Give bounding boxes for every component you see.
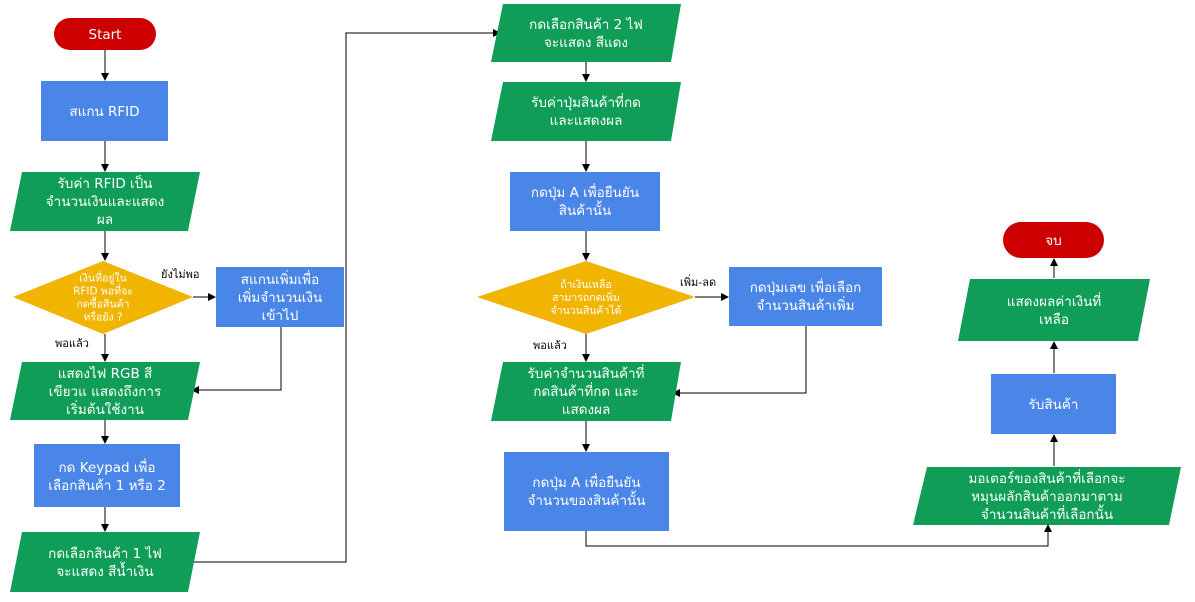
label-line: และแสดงผล	[550, 113, 623, 129]
receive-button-node: รับค่าปุ่มสินค้าที่กดและแสดงผล	[491, 82, 681, 141]
edge-scan-more-back	[191, 327, 282, 394]
press-a-confirm-label: กดปุ่ม A เพื่อยืนยันสินค้านั้น	[531, 183, 639, 219]
show-rgb-label: แสดงไฟ RGB สีเขียวแ แสดงถึงการเริ่มต้นใช…	[49, 366, 161, 418]
scan-more-label: สแกนเพิ่มเพื่อเพิ่มจำนวนเงินเข้าไป	[238, 270, 322, 324]
show-balance-node: แสดงผลค่าเงินที่เหลือ	[958, 279, 1150, 341]
label-line: จะแสดง สีแดง	[544, 35, 628, 51]
label-line: สินค้านั้น	[559, 200, 612, 219]
start-label: Start	[89, 27, 122, 43]
label-line: จำนวนสินค้าได้	[551, 304, 622, 317]
keypad-select-node: กด Keypad เพื่อเลือกสินค้า 1 หรือ 2	[34, 444, 180, 507]
label-line: กดปุ่ม A เพื่อยืนยัน	[532, 473, 640, 491]
label-line: RFID พอที่จะ	[73, 283, 133, 297]
label-line: รับสินค้า	[1029, 397, 1079, 413]
receive-button-label: รับค่าปุ่มสินค้าที่กดและแสดงผล	[531, 93, 641, 129]
label-line: เพิ่มจำนวนเงิน	[238, 288, 322, 306]
edge-labels: ยังไม่พอ พอแล้ว เพิ่ม-ลด พอแล้ว	[55, 268, 716, 352]
select-2-red-label: กดเลือกสินค้า 2 ไฟจะแสดง สีแดง	[529, 17, 643, 51]
label-enough-2: พอแล้ว	[533, 339, 567, 352]
label-line: สามารถกดเพิ่ม	[552, 290, 620, 304]
edges	[101, 29, 1058, 563]
label-line: เหลือ	[1039, 312, 1069, 328]
scan-rfid-label: สแกน RFID	[69, 104, 139, 120]
motor-label: มอเตอร์ของสินค้าที่เลือกจะหมุนผลักสินค้า…	[969, 469, 1126, 523]
receive-rfid-node: รับค่า RFID เป็นจำนวนเงินและแสดงผล	[10, 172, 200, 231]
receive-qty-node: รับค่าจำนวนสินค้าที่กดสินค้าที่กด และแสด…	[491, 362, 681, 421]
decision-more-label: ถ้าเงินเหลือสามารถกดเพิ่มจำนวนสินค้าได้	[551, 278, 622, 317]
scan-more-node: สแกนเพิ่มเพื่อเพิ่มจำนวนเงินเข้าไป	[216, 267, 344, 327]
press-a-confirm-node: กดปุ่ม A เพื่อยืนยันสินค้านั้น	[510, 172, 660, 231]
select-1-blue-label: กดเลือกสินค้า 1 ไฟจะแสดง สีน้ำเงิน	[48, 546, 162, 580]
press-a-qty-label: กดปุ่ม A เพื่อยืนยันจำนวนของสินค้านั้น	[528, 473, 646, 509]
label-line: หรือยัง ?	[83, 310, 122, 323]
label-line: มอเตอร์ของสินค้าที่เลือกจะ	[969, 469, 1126, 487]
edge-press-a-qty-to-motor	[585, 524, 1052, 547]
label-line: ผล	[97, 212, 113, 228]
label-line: กดซื้อสินค้า	[76, 296, 129, 310]
scan-rfid-node: สแกน RFID	[41, 81, 168, 141]
label-enough-1: พอแล้ว	[55, 337, 89, 350]
label-line: แสดงผล	[562, 402, 610, 418]
label-line: จะแสดง สีน้ำเงิน	[56, 561, 153, 580]
label-line: เริ่มต้นใช้งาน	[66, 400, 144, 418]
receive-product-label: รับสินค้า	[1029, 397, 1079, 413]
edge-select1-to-select2	[193, 29, 501, 563]
label-line: เงินที่อยู่ใน	[79, 270, 127, 284]
end-node: จบ	[1003, 222, 1104, 258]
nodes: Start สแกน RFID รับค่า RFID เป็นจำนวนเงิ…	[10, 4, 1181, 592]
label-line: สแกน RFID	[69, 104, 139, 120]
start-node: Start	[54, 18, 156, 50]
label-line: กดเลือกสินค้า 1 ไฟ	[48, 546, 162, 562]
label-not-enough: ยังไม่พอ	[161, 268, 199, 281]
label-line: จำนวนสินค้าเพิ่ม	[756, 296, 854, 314]
receive-rfid-label: รับค่า RFID เป็นจำนวนเงินและแสดงผล	[46, 174, 165, 228]
motor-node: มอเตอร์ของสินค้าที่เลือกจะหมุนผลักสินค้า…	[913, 467, 1181, 525]
label-line: กด Keypad เพื่อ	[58, 458, 155, 476]
label-line: หมุนผลักสินค้าออกมาตาม	[971, 489, 1123, 505]
label-line: แสดงผลค่าเงินที่	[1007, 292, 1101, 310]
label-line: จำนวนเงินและแสดง	[46, 194, 165, 210]
label-line: จบ	[1045, 233, 1061, 249]
receive-product-node: รับสินค้า	[991, 374, 1116, 434]
label-line: รับค่าจำนวนสินค้าที่	[528, 364, 645, 382]
label-line: กดเลือกสินค้า 2 ไฟ	[529, 17, 643, 33]
label-line: เขียวแ แสดงถึงการ	[49, 384, 161, 400]
label-line: แสดงไฟ RGB สี	[58, 366, 153, 382]
label-line: สแกนเพิ่มเพื่อ	[241, 270, 319, 288]
select-1-blue-node: กดเลือกสินค้า 1 ไฟจะแสดง สีน้ำเงิน	[10, 532, 200, 592]
keypad-select-label: กด Keypad เพื่อเลือกสินค้า 1 หรือ 2	[48, 458, 166, 494]
decision-more-node: ถ้าเงินเหลือสามารถกดเพิ่มจำนวนสินค้าได้	[477, 261, 695, 334]
label-line: รับค่าปุ่มสินค้าที่กด	[531, 93, 641, 111]
label-add-reduce: เพิ่ม-ลด	[680, 274, 716, 289]
show-rgb-node: แสดงไฟ RGB สีเขียวแ แสดงถึงการเริ่มต้นใช…	[10, 362, 200, 420]
end-label: จบ	[1045, 233, 1061, 249]
press-number-label: กดปุ่มเลข เพื่อเลือกจำนวนสินค้าเพิ่ม	[750, 278, 862, 314]
label-line: เลือกสินค้า 1 หรือ 2	[48, 478, 166, 494]
label-line: รับค่า RFID เป็น	[58, 174, 153, 192]
press-number-node: กดปุ่มเลข เพื่อเลือกจำนวนสินค้าเพิ่ม	[729, 267, 882, 326]
label-line: จำนวนของสินค้านั้น	[528, 490, 646, 509]
label-line: กดสินค้าที่กด และ	[533, 382, 638, 400]
show-balance-label: แสดงผลค่าเงินที่เหลือ	[1007, 292, 1101, 328]
label-line: กดปุ่มเลข เพื่อเลือก	[750, 278, 862, 296]
label-line: กดปุ่ม A เพื่อยืนยัน	[531, 183, 639, 201]
press-a-qty-node: กดปุ่ม A เพื่อยืนยันจำนวนของสินค้านั้น	[504, 452, 669, 531]
receive-qty-label: รับค่าจำนวนสินค้าที่กดสินค้าที่กด และแสด…	[528, 364, 645, 418]
edge-press-number-back	[672, 326, 807, 397]
label-line: Start	[89, 27, 122, 43]
label-line: เข้าไป	[262, 308, 299, 324]
label-line: ถ้าเงินเหลือ	[560, 278, 611, 291]
label-line: จำนวนสินค้าที่เลือกนั้น	[981, 504, 1113, 523]
select-2-red-node: กดเลือกสินค้า 2 ไฟจะแสดง สีแดง	[491, 4, 681, 62]
